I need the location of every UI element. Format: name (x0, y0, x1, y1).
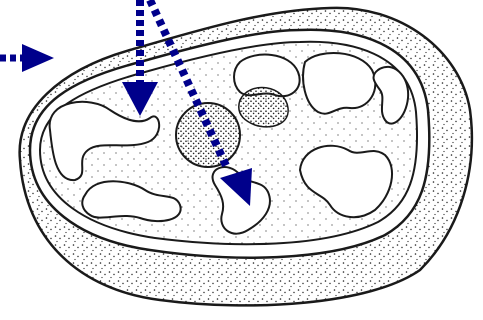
arrow-left (0, 44, 54, 72)
crista-right-top (303, 53, 375, 114)
dense-lobe (239, 88, 288, 127)
